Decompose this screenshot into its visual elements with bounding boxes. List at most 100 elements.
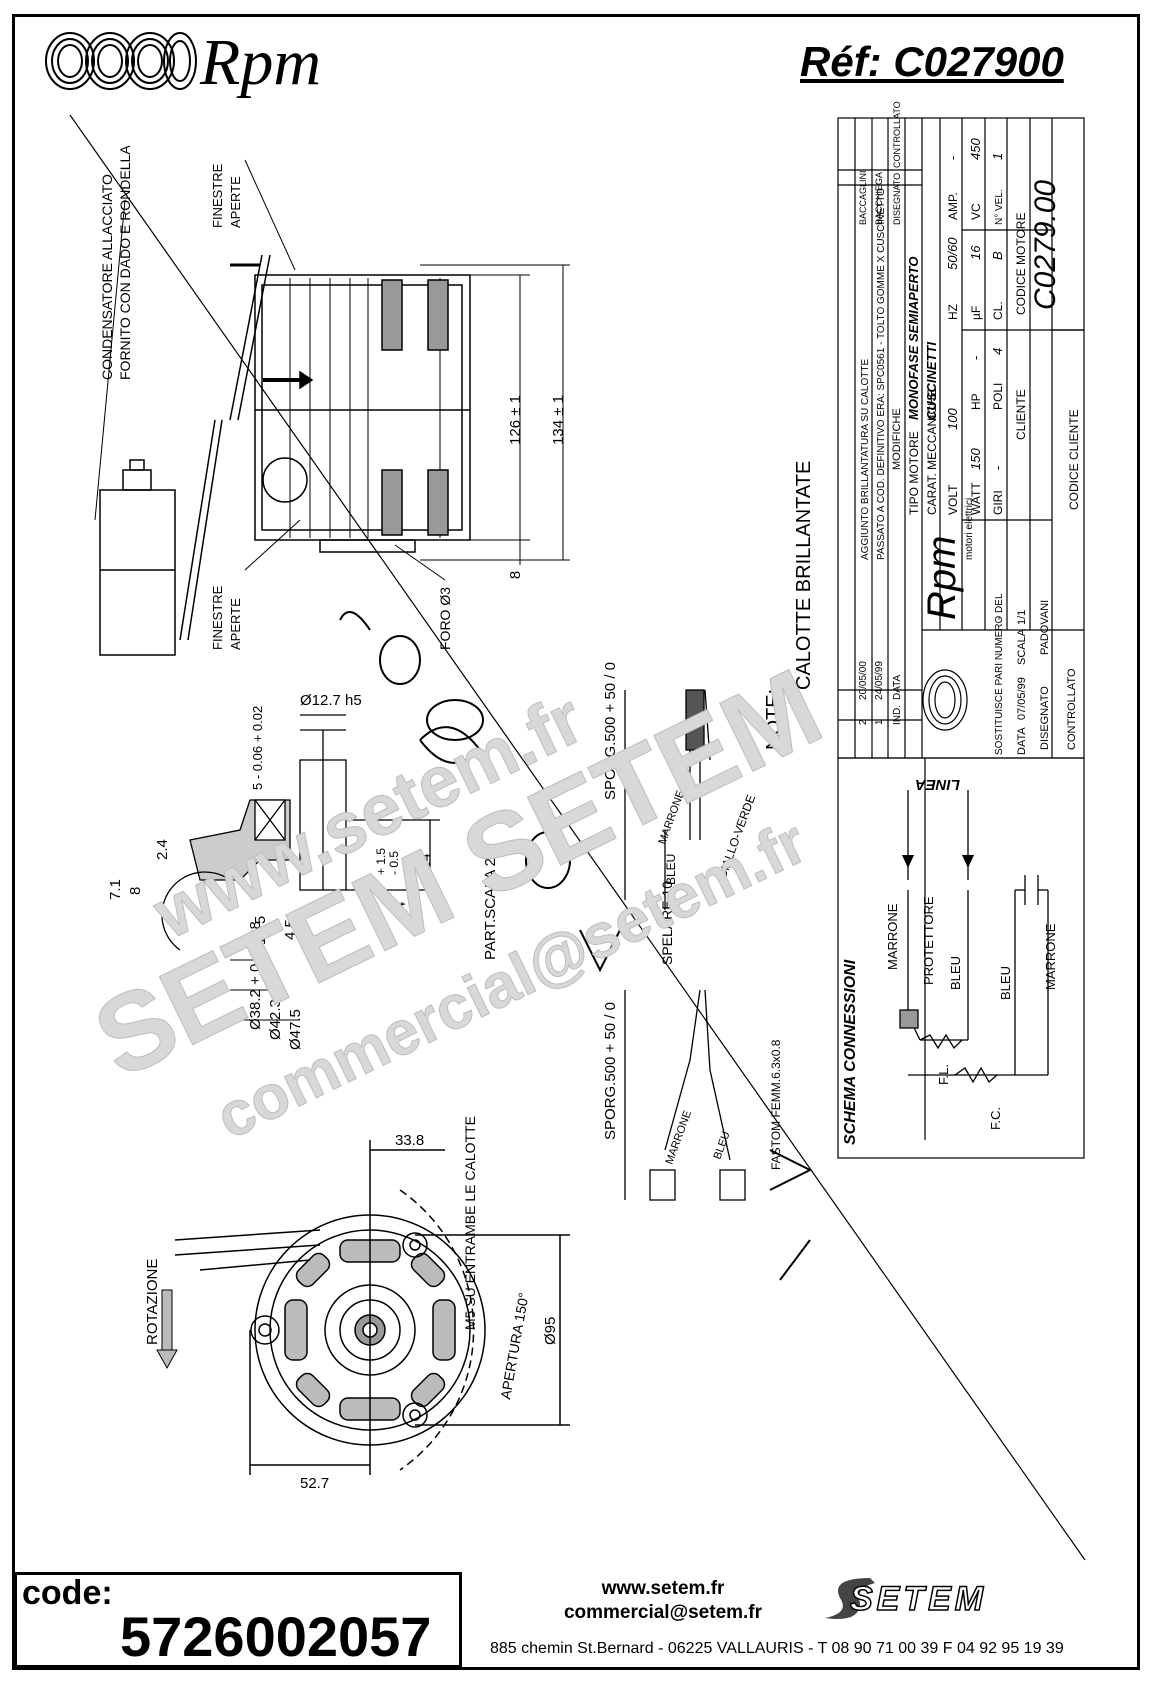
label-foro: FORO Ø3 bbox=[437, 587, 453, 650]
code-label: code: bbox=[22, 1574, 113, 1612]
company-logo-text: Rpm bbox=[920, 536, 964, 620]
rotation-arrow-icon bbox=[156, 1289, 178, 1370]
codice-cliente-label: CODICE CLIENTE bbox=[1067, 409, 1081, 510]
setem-swoosh-icon bbox=[825, 1578, 875, 1619]
rev-head-modifiche: MODIFICHE bbox=[891, 408, 903, 470]
dim-1-5: + 1.5 bbox=[374, 848, 388, 875]
brand-name: Rpm bbox=[200, 26, 321, 99]
footer-address: 885 chemin St.Bernard - 06225 VALLAURIS … bbox=[490, 1640, 1064, 1657]
wires-lower bbox=[624, 989, 746, 1201]
dim-5: 5 - 0.06 + 0.02 bbox=[250, 706, 265, 790]
giri-value: - bbox=[990, 466, 1005, 470]
linea-arrow-icon-2 bbox=[962, 855, 974, 868]
code-value: 5726002057 bbox=[120, 1605, 432, 1668]
amp-label: AMP. bbox=[946, 192, 960, 220]
volt-label: VOLT bbox=[946, 484, 960, 515]
disegnato-label: DISEGNATO bbox=[1039, 686, 1051, 750]
footer-email[interactable]: commercial@setem.fr bbox=[563, 1602, 763, 1623]
uf-label: µF bbox=[969, 306, 983, 320]
schema-fc: F.C. bbox=[988, 1107, 1003, 1130]
height-dimensions bbox=[420, 264, 570, 565]
dim-12-7: Ø12.7 h5 bbox=[300, 692, 362, 709]
data-value: 07/05/99 bbox=[1016, 677, 1028, 720]
poli-label: POLI bbox=[991, 383, 1005, 410]
schema-bleu-2: BLEU bbox=[998, 966, 1013, 1000]
volt-value: 100 bbox=[945, 408, 960, 430]
watt-value: 150 bbox=[968, 448, 983, 470]
rev-2-date: 24/05/99 bbox=[874, 661, 885, 700]
wires-upper bbox=[624, 689, 711, 910]
controllato-label: CONTROLLATO bbox=[1066, 668, 1078, 750]
label-apertura: APERTURA 150° bbox=[497, 1291, 532, 1400]
vc-label: VC bbox=[969, 203, 983, 220]
poli-value: 4 bbox=[990, 348, 1005, 355]
disegnato-value: PADOVANI bbox=[1039, 600, 1051, 655]
rev-head-controllato: CONTROLLATO bbox=[892, 101, 902, 168]
dim-4: 4 bbox=[392, 902, 409, 910]
sostituisce-label: SOSTITUISCE PARI NUMERO DEL bbox=[994, 593, 1005, 755]
code-box bbox=[14, 1572, 462, 1668]
diagonal-line bbox=[69, 114, 1086, 1561]
reference-number: Réf: C027900 bbox=[800, 38, 1064, 85]
dim-134: 134 ± 1 bbox=[550, 395, 567, 445]
dim-95: Ø95 bbox=[542, 1317, 559, 1345]
rev-head-ind: IND. bbox=[892, 705, 903, 725]
cl-label: CL. bbox=[991, 301, 1005, 320]
shaft-detail bbox=[161, 714, 440, 951]
company-sub: motori elettrici bbox=[964, 498, 975, 560]
label-fastom: FASTOM FEMM.6.3x0.8 bbox=[769, 1039, 783, 1170]
rev-1-text: AGGIUNTO BRILLANTATURA SU CALOTTE bbox=[860, 359, 871, 560]
footer-website[interactable]: www.setem.fr bbox=[601, 1578, 725, 1599]
uf-value: 16 bbox=[968, 245, 983, 260]
watt-label: WATT bbox=[969, 482, 983, 515]
capacitor-leader bbox=[94, 199, 126, 521]
dim-2-4: 2.4 bbox=[154, 839, 171, 860]
schema-marrone-2: MARRONE bbox=[1043, 923, 1058, 990]
nvel-label: N° VEL. bbox=[994, 189, 1005, 225]
rpm-coil-logo bbox=[45, 32, 197, 90]
schema-marrone: MARRONE bbox=[885, 903, 900, 970]
carat-value: CUSCINETTI bbox=[924, 342, 939, 420]
handwritten-marks bbox=[339, 611, 813, 1281]
title-block bbox=[837, 117, 1085, 1159]
wiring-schema bbox=[899, 790, 1049, 1084]
rev-1-by: BACCAGLINI bbox=[858, 170, 868, 225]
motor-front-view bbox=[174, 1140, 570, 1475]
dim-8: 8 bbox=[507, 571, 524, 579]
codice-motore: C0279.00 bbox=[1029, 180, 1062, 310]
label-condensatore: CONDENSATORE ALLACCIATO bbox=[99, 174, 115, 380]
nvel-value: 1 bbox=[990, 153, 1005, 160]
hp-value: - bbox=[968, 356, 983, 360]
drawing-sheet bbox=[12, 14, 1140, 1670]
diameter-dims bbox=[230, 959, 300, 1021]
scala-value: 1/1 bbox=[1016, 610, 1028, 625]
setem-logo: SETEM bbox=[849, 1579, 988, 1619]
codice-motore-label: CODICE MOTORE bbox=[1014, 213, 1028, 315]
label-sporg-2: SPORG.500 + 50 / 0 bbox=[602, 1002, 619, 1140]
dim-38-2: Ø38.2 + 0 - 0.08 bbox=[247, 921, 264, 1030]
sostituisce-value: - bbox=[991, 616, 1005, 620]
hz-label: HZ bbox=[946, 304, 960, 320]
dim-0-5: - 0.5 bbox=[387, 851, 401, 875]
schema-protettore: PROTETTORE bbox=[921, 896, 936, 985]
rev-head-disegnato: DISEGNATO bbox=[892, 173, 902, 225]
dim-126: 126 ± 1 bbox=[507, 395, 524, 445]
hz-value: 50/60 bbox=[945, 237, 960, 270]
label-spelare: SPELARE 10 bbox=[659, 881, 675, 965]
rev-1-date: 20/05/00 bbox=[858, 661, 869, 700]
company-coil-icon bbox=[922, 669, 968, 731]
dim-10-5: 10.5 bbox=[252, 916, 269, 945]
dim-7-1: 7.1 bbox=[107, 879, 124, 900]
dim-47-5: Ø47.5 bbox=[287, 1009, 304, 1050]
schema-title: SCHEMA CONNESSIONI bbox=[842, 959, 859, 1145]
vc-value: 450 bbox=[968, 138, 983, 160]
amp-value: - bbox=[945, 156, 960, 160]
schema-bleu: BLEU bbox=[948, 956, 963, 990]
scala-label: SCALA bbox=[1016, 628, 1028, 665]
hp-label: HP bbox=[969, 393, 983, 410]
schema-fl: F.L. bbox=[936, 1064, 951, 1085]
giri-label: GIRI bbox=[991, 490, 1005, 515]
cliente-label: CLIENTE bbox=[1014, 389, 1028, 440]
label-note: NOTE: bbox=[763, 689, 785, 750]
dim-8b: 8 bbox=[127, 887, 144, 895]
